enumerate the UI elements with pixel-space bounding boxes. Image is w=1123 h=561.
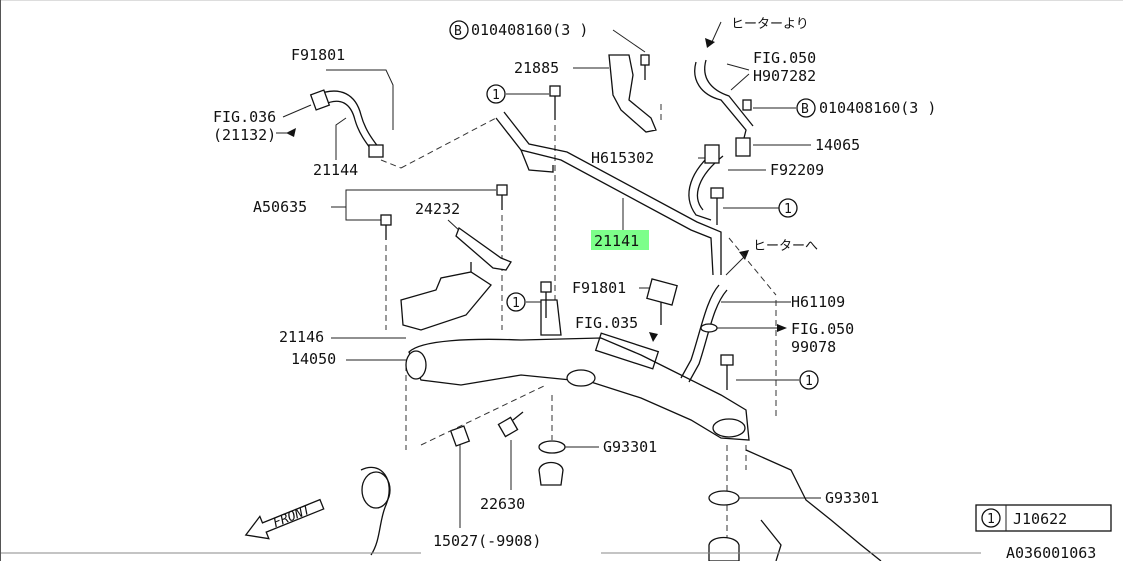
pipe-21141 [495, 117, 714, 276]
bolt-mid-icon [742, 99, 752, 111]
figure-id: A036001063 [1006, 544, 1096, 561]
circle-1-a-icon [486, 84, 506, 104]
sensor-15027-icon [449, 425, 471, 447]
gasket-g93301-b-icon [708, 490, 740, 506]
p14065-label: 14065 [815, 136, 860, 154]
svg-text:1: 1 [784, 202, 792, 217]
clamp-21144-icon [368, 144, 384, 158]
p15027-label: 15027(-9908) [433, 532, 541, 550]
bolt-ref-mid-label: 010408160(3 ) [819, 99, 936, 117]
bolt-ref-top: B 010408160(3 ) [449, 20, 588, 40]
clamp-h615302-icon [704, 144, 720, 164]
sensor-22630-icon [497, 411, 524, 438]
bolt-ref-mid: B 010408160(3 ) [796, 98, 936, 118]
p21144-label: 21144 [313, 161, 358, 179]
svg-text:1: 1 [492, 88, 500, 103]
bolt-1a-icon [549, 85, 561, 97]
bracket-14065-icon [735, 137, 751, 157]
hose-21144 [315, 90, 380, 149]
front-label: FRONT [271, 502, 314, 531]
legend-circle-num: 1 [987, 512, 995, 527]
hose-h61109 [680, 284, 720, 379]
svg-text:1: 1 [805, 374, 813, 389]
g93301-b-label: G93301 [825, 489, 879, 507]
f92209-label: F92209 [770, 161, 824, 179]
bracket-24232-icon [455, 226, 512, 271]
g93301-a-label: G93301 [603, 438, 657, 456]
clamp-f91801-icon [309, 89, 331, 111]
bolt-a50635-b-icon [380, 214, 392, 226]
svg-text:1: 1 [512, 296, 520, 311]
engine-outline-right [745, 449, 882, 561]
legend-code: J10622 [1013, 510, 1067, 528]
legend-box: 1 J10622 [975, 504, 1112, 532]
p21885-label: 21885 [514, 59, 559, 77]
circle-b-letter: B [454, 24, 462, 39]
h61109-label: H61109 [791, 293, 845, 311]
p24232-label: 24232 [415, 200, 460, 218]
p22630-label: 22630 [480, 495, 525, 513]
fig036-ref-label: (21132) [213, 126, 276, 144]
f91801-mid-label: F91801 [572, 279, 626, 297]
p21141-highlight [591, 230, 649, 250]
bolt-top-icon [640, 54, 650, 80]
circle-b-mid-icon [796, 98, 816, 118]
fig036-label: FIG.036 [213, 108, 276, 126]
circle-b-icon [449, 20, 469, 40]
gasket-g93301-a-icon [538, 440, 566, 454]
fig050-mid-label: FIG.050 [791, 320, 854, 338]
bolt-ref-top-label: 010408160(3 ) [471, 21, 588, 39]
f91801-top-label: F91801 [291, 46, 345, 64]
circle-1-b-icon [778, 198, 798, 218]
bolt-a50635-a-icon [496, 184, 508, 196]
p99078-label: 99078 [791, 338, 836, 356]
circle-1-d-icon [799, 370, 819, 390]
heater-from-label: ヒーターより [731, 17, 809, 32]
heater-to-label: ヒーターへ [753, 239, 818, 254]
p14050-label: 14050 [291, 350, 336, 368]
bracket-21146-icon [400, 271, 492, 331]
front-arrow-icon: FRONT [244, 498, 325, 540]
bolt-1b-icon [710, 187, 724, 199]
h907282-label: H907282 [753, 67, 816, 85]
svg-text:B: B [801, 102, 809, 117]
clamp-f91801-mid-icon [646, 278, 678, 306]
p21146-label: 21146 [279, 328, 324, 346]
water-pipe-14050 [408, 337, 750, 441]
bolt-1d-icon [720, 354, 734, 366]
heater-pipe-upper [694, 61, 747, 151]
circle-1-c-icon [506, 292, 526, 312]
fig050-top-label: FIG.050 [753, 49, 816, 67]
fig035-label: FIG.035 [575, 314, 638, 332]
p21141-label: 21141 [594, 232, 639, 250]
engine-outline-left [360, 466, 390, 556]
h615302-label: H615302 [591, 149, 654, 167]
legend-circle-icon [981, 508, 1001, 528]
a50635-label: A50635 [253, 198, 307, 216]
bracket-21885-icon [608, 54, 657, 133]
bolt-1c-icon [540, 281, 552, 293]
